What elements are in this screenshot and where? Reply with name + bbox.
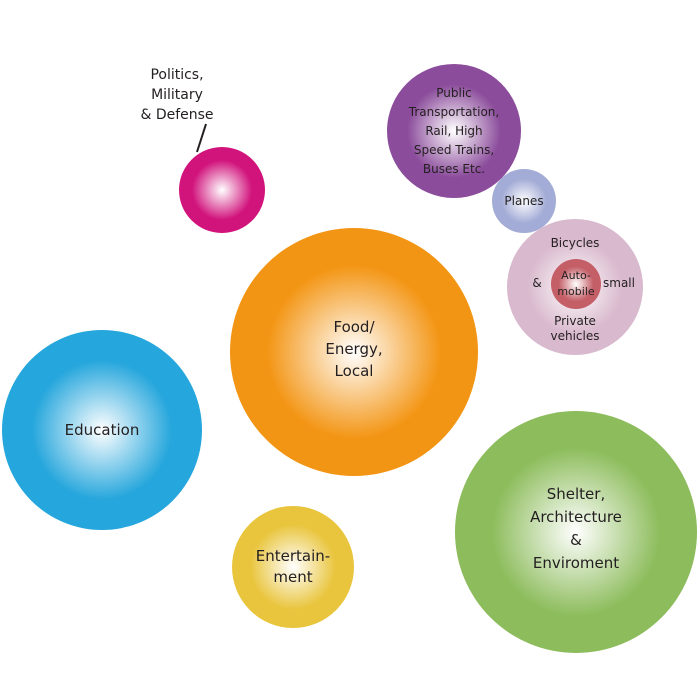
entertainment-label-1: Entertain- bbox=[256, 547, 330, 565]
transport-label-5: Buses Etc. bbox=[423, 162, 485, 176]
private-label-bottom-1: Private bbox=[554, 314, 596, 328]
politics-label-1: Politics, bbox=[150, 67, 203, 83]
shelter-label-3: & bbox=[570, 531, 582, 549]
planes-label: Planes bbox=[504, 194, 543, 208]
food-label-3: Local bbox=[335, 362, 374, 380]
automobile-label-2: mobile bbox=[557, 285, 595, 298]
politics-label-3: & Defense bbox=[140, 107, 213, 123]
bubble-politics bbox=[179, 147, 265, 233]
bubble-education: Education bbox=[2, 330, 202, 530]
politics-callout-line bbox=[196, 123, 207, 153]
transport-label-2: Transportation, bbox=[408, 105, 499, 119]
shelter-label-1: Shelter, bbox=[547, 485, 605, 503]
transport-label-3: Rail, High bbox=[425, 124, 482, 138]
private-label-top: Bicycles bbox=[551, 236, 600, 250]
politics-label-2: Military bbox=[151, 87, 203, 103]
private-label-bottom-2: vehicles bbox=[551, 329, 600, 343]
bubble-planes: Planes bbox=[492, 169, 556, 233]
food-label-2: Energy, bbox=[325, 340, 382, 358]
shelter-label-4: Enviroment bbox=[533, 554, 619, 572]
politics-label: Politics, Military & Defense bbox=[140, 67, 213, 123]
education-label: Education bbox=[65, 421, 140, 439]
entertainment-label-2: ment bbox=[273, 568, 312, 586]
automobile-label-1: Auto- bbox=[561, 269, 591, 282]
private-label-right: small bbox=[603, 276, 635, 290]
bubble-transport: Public Transportation, Rail, High Speed … bbox=[387, 64, 521, 198]
bubble-shelter: Shelter, Architecture & Enviroment bbox=[455, 411, 697, 653]
transport-label-4: Speed Trains, bbox=[414, 143, 494, 157]
bubble-entertainment: Entertain- ment bbox=[232, 506, 354, 628]
bubble-food-energy-local: Food/ Energy, Local bbox=[230, 228, 478, 476]
shelter-label-2: Architecture bbox=[530, 508, 622, 526]
transport-label-1: Public bbox=[436, 86, 472, 100]
bubble-automobile: Auto- mobile bbox=[551, 259, 601, 309]
food-label-1: Food/ bbox=[333, 318, 375, 336]
private-label-left: & bbox=[532, 276, 541, 290]
